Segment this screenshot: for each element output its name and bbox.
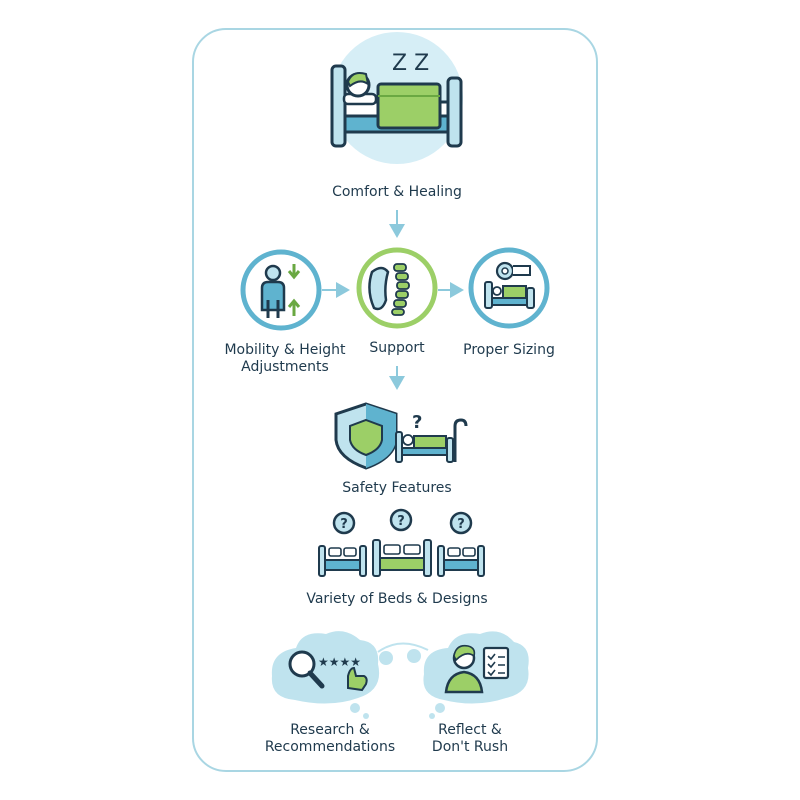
research-cloud-icon	[271, 631, 380, 719]
mobility-label-line-1: Mobility & Height	[224, 342, 346, 358]
comfort-label: Comfort & Healing	[332, 184, 462, 200]
variety-question-icon-2: ?	[397, 514, 405, 529]
research-label-line-1: Research &	[290, 722, 370, 738]
research-label: Research & Recommendations	[255, 722, 405, 756]
mobility-person-icon	[240, 249, 322, 331]
variety-label: Variety of Beds & Designs	[306, 591, 488, 607]
reflect-cloud-icon	[423, 631, 529, 719]
mobility-label: Mobility & Height Adjustments	[205, 342, 365, 376]
safety-bed-icon	[395, 418, 468, 463]
mobility-label-line-2: Adjustments	[241, 359, 329, 375]
reflect-label: Reflect & Don't Rush	[415, 722, 525, 756]
support-label: Support	[369, 340, 425, 356]
cloud-connector-dots	[377, 642, 429, 665]
variety-question-icon-1: ?	[340, 517, 348, 532]
variety-question-icon-3: ?	[457, 517, 465, 532]
safety-shield-icon	[334, 402, 398, 470]
variety-beds-icon	[318, 508, 485, 577]
safety-question-icon: ?	[412, 412, 422, 433]
sizing-bed-tape-icon	[468, 247, 550, 329]
support-spine-icon	[356, 247, 438, 329]
reflect-label-line-2: Don't Rush	[431, 739, 509, 755]
research-label-line-2: Recommendations	[264, 739, 396, 755]
reflect-label-line-1: Reflect &	[438, 722, 502, 738]
diagram-frame	[192, 28, 598, 772]
sleep-z-icon: Z Z	[392, 51, 429, 76]
comfort-bed-icon	[330, 32, 463, 164]
safety-label: Safety Features	[342, 480, 452, 496]
research-stars-icon: ★★★★	[318, 655, 361, 669]
sizing-label: Proper Sizing	[463, 342, 555, 358]
